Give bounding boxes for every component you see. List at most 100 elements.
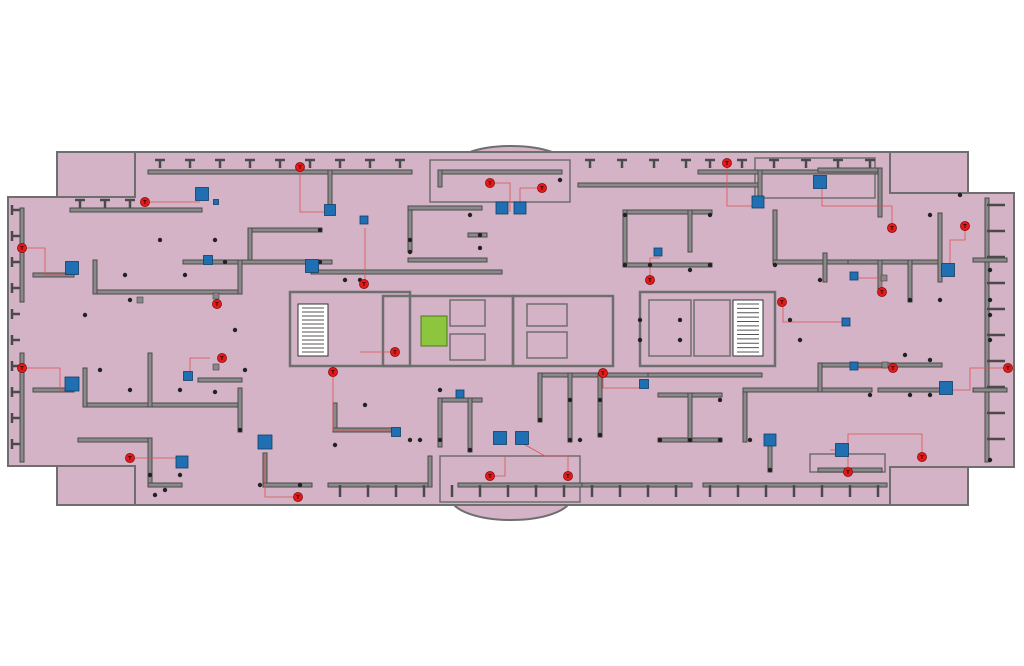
damper-icon: [212, 363, 220, 371]
core-room-b: [449, 333, 486, 361]
diffuser-terminal: [242, 367, 248, 373]
diffuser-terminal: [127, 297, 133, 303]
vav-box-icon: [813, 175, 827, 189]
core-west: [288, 290, 412, 368]
thermostat-label: T: [920, 455, 924, 461]
building-shell: [7, 145, 1015, 521]
vav-box-icon: [195, 187, 209, 201]
vav-box-icon: [213, 199, 219, 205]
diffuser-terminal: [212, 389, 218, 395]
floor-slab: [7, 151, 1015, 506]
thermostat-icon: [328, 367, 338, 377]
diffuser-terminal: [987, 457, 993, 463]
thermostat-icon: [212, 299, 222, 309]
diffuser-terminal: [567, 437, 573, 443]
diffuser-terminal: [477, 245, 483, 251]
thermostat-label: T: [220, 356, 224, 362]
damper-icon: [136, 296, 144, 304]
corner-room-nw: [56, 151, 136, 198]
diffuser-terminal: [987, 267, 993, 273]
diffuser-terminal: [122, 272, 128, 278]
vav-box-icon: [763, 433, 777, 447]
diffuser-terminal: [772, 262, 778, 268]
thermostat-icon: [917, 452, 927, 462]
core-room-c: [526, 303, 568, 327]
vav-box-icon: [653, 247, 663, 257]
diffuser-terminal: [622, 262, 628, 268]
diffuser-terminal: [232, 327, 238, 333]
diffusers: [10, 158, 1005, 498]
thermostat-icon: [537, 183, 547, 193]
diffuser-terminal: [182, 272, 188, 278]
vav-box-icon: [639, 379, 649, 389]
control-wire: [264, 455, 298, 498]
thermostat-label: T: [393, 350, 397, 356]
diffuser-terminal: [987, 337, 993, 343]
vav-box-icon: [849, 271, 859, 281]
corner-room-ne: [889, 151, 969, 194]
vav-box-icon: [324, 204, 336, 216]
thermostat-icon: [877, 287, 887, 297]
vav-boxes: [64, 175, 955, 469]
thermostat-label: T: [780, 300, 784, 306]
diffuser-terminal: [557, 177, 563, 183]
thermostat-icon: [125, 453, 135, 463]
control-wire: [782, 302, 845, 323]
diffuser-terminal: [677, 317, 683, 323]
vav-box-icon: [305, 259, 319, 273]
damper-icon: [880, 274, 888, 282]
thermostat-icon: [140, 197, 150, 207]
thermostat-label: T: [890, 226, 894, 232]
thermostat-label: T: [215, 302, 219, 308]
thermostat-label: T: [880, 290, 884, 296]
diffuser-terminal: [332, 442, 338, 448]
diffuser-terminal: [162, 487, 168, 493]
control-wire: [490, 182, 511, 212]
control-wire: [519, 441, 569, 476]
diffuser-terminal: [407, 237, 413, 243]
thermostat-icon: [485, 178, 495, 188]
vav-box-icon: [835, 443, 849, 457]
thermostat-icon: [960, 221, 970, 231]
thermostat-icon: [295, 162, 305, 172]
diffuser-terminal: [567, 397, 573, 403]
vav-box-icon: [64, 376, 80, 392]
ne-offices: [754, 157, 876, 199]
thermostat-icon: [293, 492, 303, 502]
thermostat-label: T: [20, 366, 24, 372]
thermostat-icon: [598, 368, 608, 378]
thermostat-icon: [563, 471, 573, 481]
south-offices: [439, 455, 581, 503]
thermostat-label: T: [846, 470, 850, 476]
thermostat-label: T: [566, 474, 570, 480]
diffuser-terminal: [127, 387, 133, 393]
vav-box-icon: [515, 431, 529, 445]
thermostat-icon: [359, 279, 369, 289]
core-room-d: [526, 331, 568, 359]
vav-box-icon: [391, 427, 401, 437]
vav-box-icon: [513, 201, 527, 215]
thermostat-icon: [777, 297, 787, 307]
stair-west: [297, 303, 329, 357]
thermostat-icon: [17, 243, 27, 253]
diffuser-terminal: [987, 312, 993, 318]
thermostat-label: T: [601, 371, 605, 377]
diffuser-terminal: [747, 437, 753, 443]
vav-box-icon: [495, 201, 509, 215]
diffuser-terminal: [817, 277, 823, 283]
vav-box-icon: [493, 431, 507, 445]
diffuser-terminal: [637, 317, 643, 323]
corner-room-se: [889, 466, 969, 506]
diffuser-terminal: [677, 337, 683, 343]
shaft-green: [420, 315, 448, 347]
diffuser-terminal: [902, 352, 908, 358]
control-wire: [602, 373, 645, 389]
vav-box-icon: [455, 389, 465, 399]
thermostat-label: T: [296, 495, 300, 501]
control-wire: [726, 163, 760, 207]
diffuser-terminal: [687, 437, 693, 443]
diffuser-terminal: [147, 472, 153, 478]
